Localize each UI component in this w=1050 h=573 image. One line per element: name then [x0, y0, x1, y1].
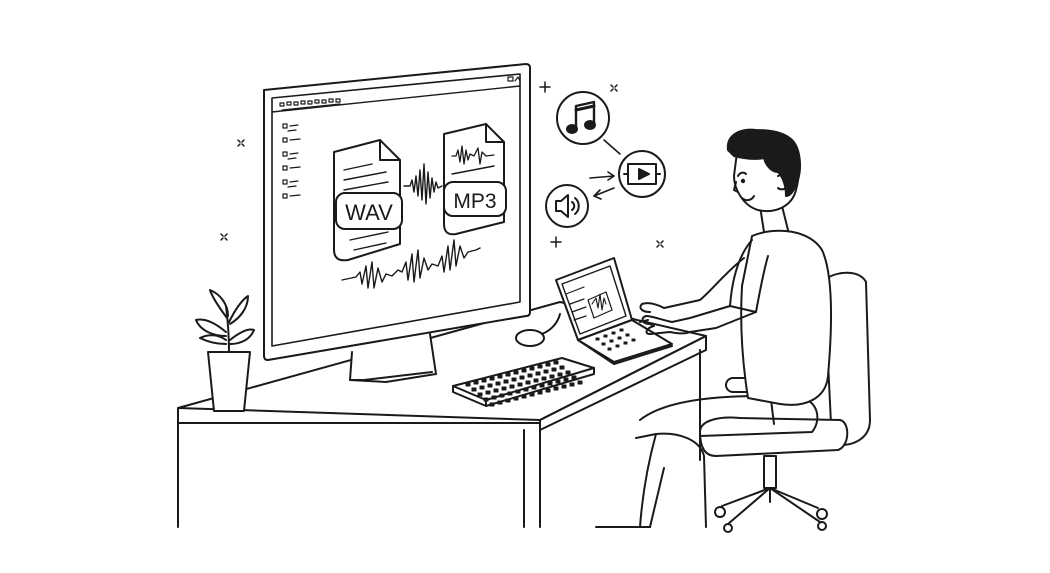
laptop	[555, 257, 673, 365]
waveform-middle	[403, 163, 443, 205]
mp3-file-icon: MP3	[443, 123, 507, 236]
potted-plant	[195, 289, 255, 412]
sparkle-decorations	[220, 81, 664, 248]
mp3-label: MP3	[453, 190, 496, 213]
monitor: WAV MP3	[263, 63, 531, 383]
waveform-bottom	[341, 239, 481, 289]
media-player-icon	[618, 150, 666, 198]
speaker-icon	[545, 184, 589, 228]
mouse	[515, 313, 561, 347]
flow-arrows	[589, 139, 621, 200]
keyboard	[452, 357, 595, 407]
wav-label: WAV	[345, 200, 393, 225]
wav-file-icon: WAV	[333, 139, 403, 262]
music-note-icon	[556, 91, 610, 145]
person	[595, 128, 833, 528]
